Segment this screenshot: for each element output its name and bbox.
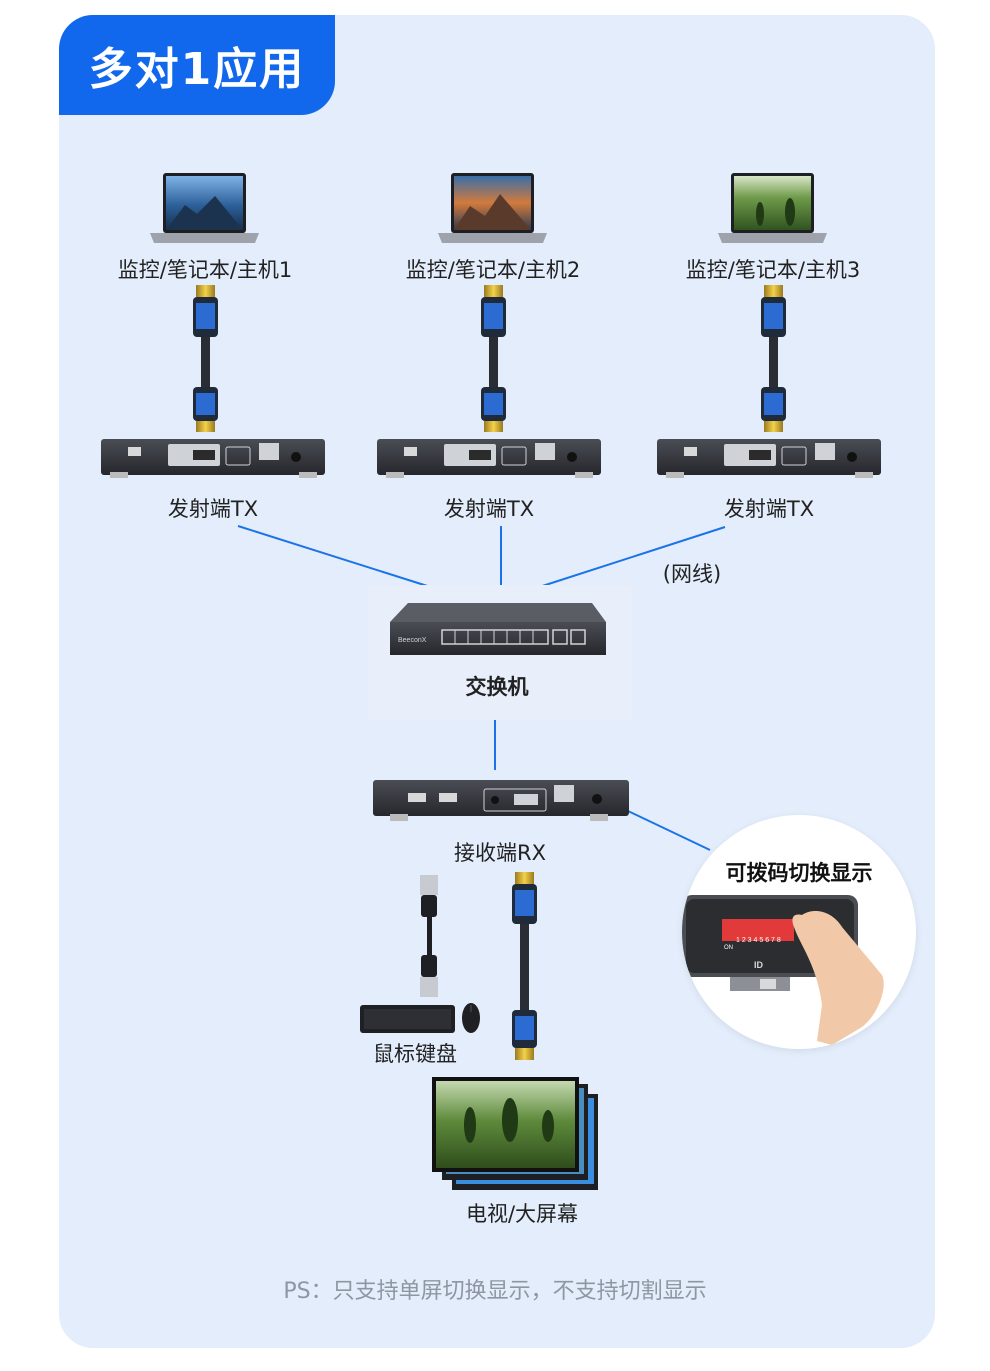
tx-box-1	[101, 439, 325, 478]
usb-cable	[420, 875, 438, 997]
hdmi-cable-rx	[512, 872, 537, 1060]
source-1-label: 监控/笔记本/主机1	[117, 258, 293, 282]
dip-numbers: 1 2 3 4 5 6 7 8	[736, 937, 781, 944]
page-title: 多对1应用	[59, 15, 335, 115]
network-switch: BeeconX	[368, 585, 632, 720]
network-lines	[237, 525, 726, 851]
dip-switch-label: 可拨码切换显示	[725, 861, 873, 885]
tx-2-label: 发射端TX	[443, 497, 535, 521]
dip-switch-callout: 可拨码切换显示 1 2 3 4 5 6 7 8 ON ID	[682, 815, 916, 1049]
tx-3-label: 发射端TX	[723, 497, 815, 521]
switch-brand: BeeconX	[398, 637, 427, 644]
receiver-label: 接收端RX	[454, 841, 546, 865]
tx-1-label: 发射端TX	[167, 497, 259, 521]
hdmi-cable-2	[481, 285, 506, 432]
network-label: (网线)	[662, 562, 722, 586]
dip-switch-illustration: 1 2 3 4 5 6 7 8 ON ID	[682, 895, 884, 1045]
source-2-label: 监控/笔记本/主机2	[405, 258, 581, 282]
hdmi-cable-1	[193, 285, 218, 432]
tx-box-2	[377, 439, 601, 478]
tv-stack	[432, 1077, 598, 1190]
dip-id-text: ID	[754, 960, 764, 970]
source-3-label: 监控/笔记本/主机3	[685, 258, 861, 282]
laptop-3	[718, 173, 827, 243]
rx-box	[373, 780, 629, 821]
laptop-2	[438, 173, 547, 243]
peripherals-label: 鼠标键盘	[373, 1042, 457, 1066]
tx-box-3	[657, 439, 881, 478]
display-label: 电视/大屏幕	[465, 1202, 579, 1226]
hdmi-cable-3	[761, 285, 786, 432]
dip-on-text: ON	[724, 945, 733, 951]
switch-label: 交换机	[465, 675, 529, 699]
laptop-1	[150, 173, 259, 243]
footer-note: PS：只支持单屏切换显示，不支持切割显示	[283, 1279, 707, 1304]
keyboard-mouse	[360, 1003, 480, 1033]
